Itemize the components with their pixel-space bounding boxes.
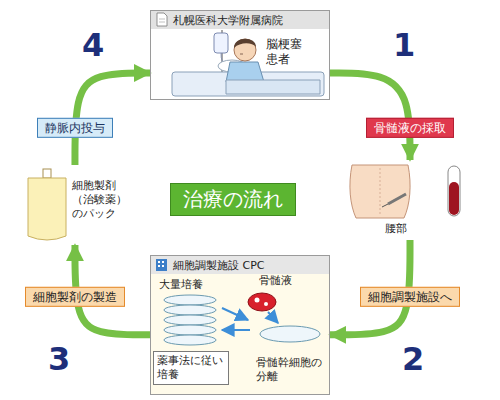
step-number: 2 xyxy=(402,342,424,377)
node-text: 薬事法に従い培養 xyxy=(157,354,225,382)
test-tube xyxy=(448,166,460,216)
node-text: 札幌医科大学附属病院 xyxy=(173,14,283,28)
facility-box: 札幌医科大学附属病院脳梗塞 患者 xyxy=(150,10,330,100)
node-text: 骨髄液 xyxy=(259,274,292,288)
step-number: 1 xyxy=(393,28,415,63)
title-box: 治療の流れ xyxy=(170,183,296,216)
step-label: 骨髄液の採取 xyxy=(366,118,454,138)
node-text: 腰部 xyxy=(385,222,407,236)
patient-illustration xyxy=(172,30,324,96)
marrow-cells xyxy=(248,293,276,311)
panel-fill xyxy=(150,255,330,395)
node-text: 細胞製剤（治験薬）のパック xyxy=(72,179,134,220)
panel-header xyxy=(151,11,329,29)
step-number: 3 xyxy=(48,342,70,377)
culture-dish xyxy=(260,326,320,342)
node-text: 骨髄幹細胞の分離 xyxy=(256,356,328,384)
node-text: 脳梗塞 患者 xyxy=(266,37,308,67)
step-label: 細胞製剤の製造 xyxy=(25,287,125,307)
culture-dishes xyxy=(164,295,216,345)
cell-bag: 細胞製剤（治験薬）のパック xyxy=(20,165,135,245)
flow-arrow xyxy=(330,73,410,160)
step-label: 細胞調製施設へ xyxy=(360,287,460,307)
back-illustration xyxy=(350,165,410,218)
facility-box: 細胞調製施設 CPC 大量培養 骨髄液骨髄幹細胞の分離 薬事法に従い培養 xyxy=(150,255,330,395)
step-number: 4 xyxy=(82,28,104,63)
step-label: 静脈内投与 xyxy=(37,118,113,138)
note-box: 薬事法に従い培養 xyxy=(153,351,229,385)
lumbar-area: 腰部 xyxy=(345,160,475,240)
document-icon xyxy=(157,13,167,26)
cell-bag-illustration xyxy=(28,169,66,240)
node-text: 治療の流れ xyxy=(183,187,283,212)
panel-fill xyxy=(150,10,330,100)
node-text: 細胞調製施設 CPC xyxy=(173,259,265,273)
building-icon xyxy=(156,259,167,271)
panel-header xyxy=(151,256,329,274)
node-text: 大量培養 xyxy=(159,278,203,292)
transfer-arrows xyxy=(222,308,278,330)
